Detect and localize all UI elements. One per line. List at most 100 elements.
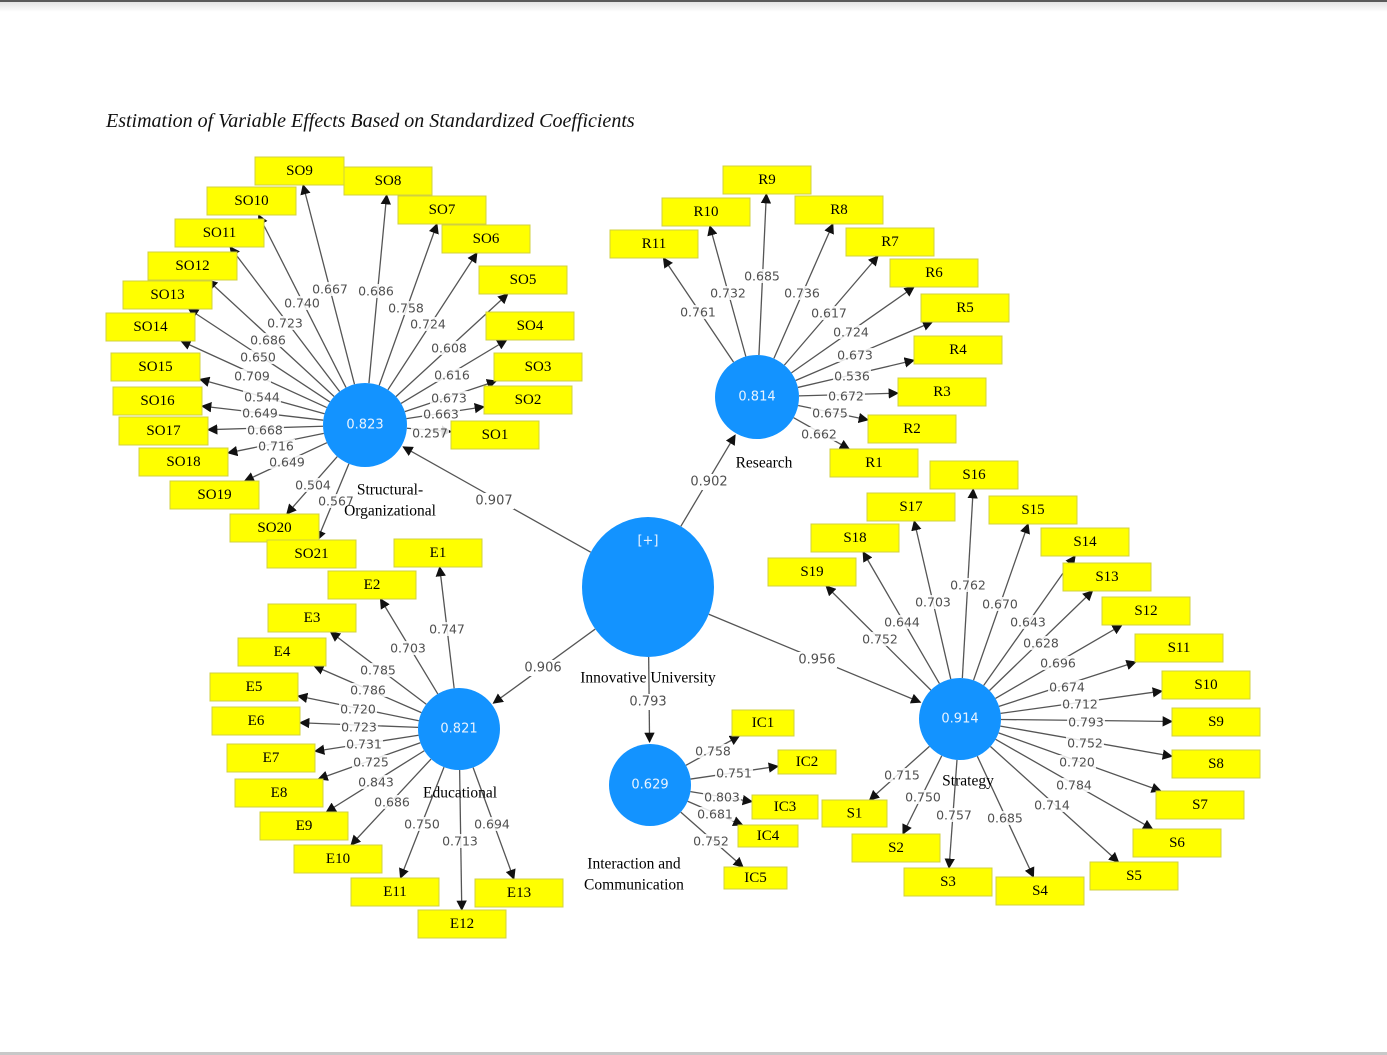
indicator-box[interactable] [393,538,483,568]
indicator-e1[interactable]: E1 [393,538,483,568]
indicator-e8[interactable]: E8 [234,778,324,808]
construct-circle[interactable] [418,688,500,770]
indicator-box[interactable] [122,280,213,310]
indicator-box[interactable] [1171,749,1261,779]
indicator-box[interactable] [903,867,993,897]
indicator-so9[interactable]: SO9 [254,156,345,186]
indicator-r11[interactable]: R11 [609,229,699,259]
indicator-box[interactable] [267,603,357,633]
indicator-box[interactable] [794,195,884,225]
indicator-box[interactable] [810,523,900,553]
indicator-box[interactable] [723,866,788,890]
indicator-e10[interactable]: E10 [293,844,383,874]
indicator-box[interactable] [493,352,583,382]
indicator-s4[interactable]: S4 [995,876,1085,906]
indicator-s1[interactable]: S1 [821,799,888,828]
indicator-so6[interactable]: SO6 [441,224,531,254]
indicator-box[interactable] [751,794,819,820]
indicator-s6[interactable]: S6 [1132,828,1222,858]
indicator-s10[interactable]: S10 [1161,670,1251,700]
indicator-so10[interactable]: SO10 [206,186,297,216]
indicator-so18[interactable]: SO18 [138,447,229,477]
indicator-box[interactable] [234,778,324,808]
indicator-box[interactable] [1161,670,1251,700]
indicator-r7[interactable]: R7 [845,227,935,257]
indicator-ic2[interactable]: IC2 [777,749,837,775]
indicator-box[interactable] [866,492,956,522]
indicator-s15[interactable]: S15 [988,495,1078,525]
indicator-s5[interactable]: S5 [1089,861,1179,891]
indicator-box[interactable] [995,876,1085,906]
indicator-so3[interactable]: SO3 [493,352,583,382]
indicator-r8[interactable]: R8 [794,195,884,225]
indicator-box[interactable] [920,293,1010,323]
indicator-box[interactable] [209,672,299,702]
indicator-ic3[interactable]: IC3 [751,794,819,820]
indicator-r9[interactable]: R9 [722,165,812,195]
indicator-box[interactable] [169,480,260,510]
indicator-box[interactable] [110,352,201,382]
indicator-box[interactable] [417,909,507,939]
indicator-box[interactable] [988,495,1078,525]
indicator-box[interactable] [118,416,209,446]
indicator-so1[interactable]: SO1 [450,420,540,450]
indicator-box[interactable] [1155,790,1245,820]
indicator-box[interactable] [483,385,573,415]
indicator-s3[interactable]: S3 [903,867,993,897]
indicator-box[interactable] [397,195,487,225]
indicator-e7[interactable]: E7 [226,743,316,773]
indicator-box[interactable] [450,420,540,450]
indicator-box[interactable] [829,448,919,478]
indicator-so20[interactable]: SO20 [229,513,320,543]
indicator-box[interactable] [1134,633,1224,663]
indicator-e5[interactable]: E5 [209,672,299,702]
indicator-box[interactable] [609,229,699,259]
indicator-s12[interactable]: S12 [1101,596,1191,626]
indicator-so11[interactable]: SO11 [174,218,265,248]
indicator-s2[interactable]: S2 [851,833,941,863]
indicator-box[interactable] [929,460,1019,490]
indicator-box[interactable] [254,156,345,186]
construct-node-innovative-university[interactable]: [+]Innovative University [580,517,716,687]
indicator-box[interactable] [226,743,316,773]
indicator-box[interactable] [889,258,979,288]
indicator-e4[interactable]: E4 [237,637,327,667]
indicator-box[interactable] [206,186,297,216]
indicator-e3[interactable]: E3 [267,603,357,633]
indicator-box[interactable] [343,166,433,196]
indicator-box[interactable] [851,833,941,863]
indicator-box[interactable] [147,251,238,281]
indicator-so2[interactable]: SO2 [483,385,573,415]
indicator-so17[interactable]: SO17 [118,416,209,446]
indicator-box[interactable] [1171,707,1261,737]
indicator-s8[interactable]: S8 [1171,749,1261,779]
indicator-box[interactable] [485,311,575,341]
indicator-r5[interactable]: R5 [920,293,1010,323]
indicator-so19[interactable]: SO19 [169,480,260,510]
indicator-r1[interactable]: R1 [829,448,919,478]
indicator-e12[interactable]: E12 [417,909,507,939]
indicator-box[interactable] [211,706,301,736]
indicator-e13[interactable]: E13 [474,878,564,908]
indicator-r3[interactable]: R3 [897,377,987,407]
indicator-s7[interactable]: S7 [1155,790,1245,820]
indicator-box[interactable] [478,265,568,295]
indicator-box[interactable] [777,749,837,775]
indicator-box[interactable] [293,844,383,874]
indicator-so4[interactable]: SO4 [485,311,575,341]
indicator-so16[interactable]: SO16 [112,386,203,416]
indicator-box[interactable] [845,227,935,257]
indicator-s16[interactable]: S16 [929,460,1019,490]
expand-toggle[interactable]: [+] [637,534,658,549]
indicator-box[interactable] [441,224,531,254]
indicator-box[interactable] [867,414,957,444]
indicator-e2[interactable]: E2 [327,570,417,600]
indicator-box[interactable] [722,165,812,195]
indicator-ic4[interactable]: IC4 [737,824,799,848]
indicator-r4[interactable]: R4 [913,335,1003,365]
indicator-box[interactable] [897,377,987,407]
indicator-so15[interactable]: SO15 [110,352,201,382]
